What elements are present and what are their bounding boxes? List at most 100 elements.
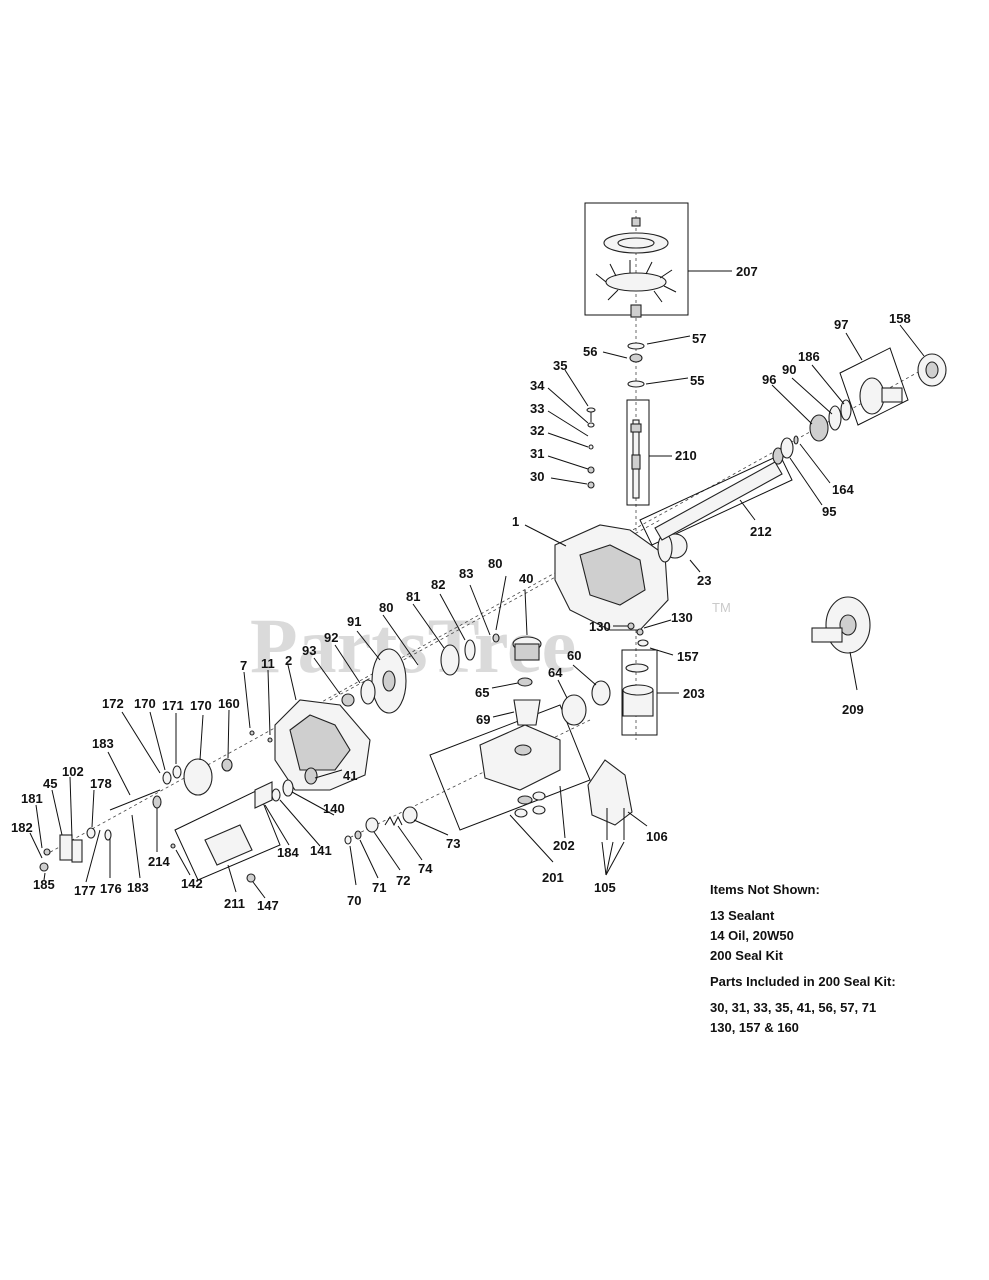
callout-label: 81 xyxy=(406,589,420,604)
bypass-hardware-stack xyxy=(586,407,596,489)
bevel-gear-40-body xyxy=(514,643,540,661)
callout-label: 160 xyxy=(218,696,240,711)
callout-label: 90 xyxy=(782,362,796,377)
pulley-nut-part xyxy=(631,217,641,227)
callout-label: 178 xyxy=(90,776,112,791)
center-section-kit-box xyxy=(429,704,591,831)
ring-130b-part xyxy=(636,628,644,636)
callout-label: 177 xyxy=(74,883,96,898)
ring-60-part xyxy=(591,680,611,706)
bearing-96-part xyxy=(809,414,829,442)
leader-lines xyxy=(29,270,925,899)
clip-176-part xyxy=(104,829,112,841)
callout-label: 214 xyxy=(148,854,170,869)
washer-141-part xyxy=(271,788,281,802)
bracket-45-part xyxy=(59,834,73,861)
callout-label: 211 xyxy=(224,896,245,911)
callout-label: 30 xyxy=(530,469,544,484)
axle-shaft-part xyxy=(654,461,783,541)
notes-panel: Items Not Shown: 13 Sealant 14 Oil, 20W5… xyxy=(710,880,896,1038)
callout-label: 106 xyxy=(646,829,668,844)
callout-label: 212 xyxy=(750,524,772,539)
cylinder-block-top xyxy=(622,684,654,696)
input-shaft-kit-box xyxy=(626,399,650,506)
washer-201-part xyxy=(517,795,533,805)
callout-label: 201 xyxy=(542,870,564,885)
washer-202b-part xyxy=(532,805,546,815)
plug-70-part xyxy=(344,835,352,845)
input-shaft-bearing-part xyxy=(630,423,642,433)
fan-nut-part xyxy=(630,304,642,318)
note-item: 14 Oil, 20W50 xyxy=(710,928,794,943)
plate-170-part xyxy=(183,758,213,796)
center-section-port xyxy=(514,744,532,756)
arm-102-part xyxy=(71,839,83,863)
callout-label: 56 xyxy=(583,344,597,359)
seal-41-part xyxy=(304,767,318,785)
callout-label: 140 xyxy=(323,801,345,816)
callout-label: 60 xyxy=(567,648,581,663)
items-not-shown-heading: Items Not Shown: xyxy=(710,882,820,897)
rotor-64-part xyxy=(561,694,587,726)
callout-label: 170 xyxy=(134,696,156,711)
rod-183-part xyxy=(109,789,161,811)
callout-label: 11 xyxy=(261,656,275,671)
seal-95-part xyxy=(780,437,794,459)
gear-82-part xyxy=(464,639,476,661)
bolt-11-part xyxy=(267,737,273,743)
callout-label: 203 xyxy=(683,686,705,701)
callout-label: 1 xyxy=(512,514,519,529)
valve-147-part xyxy=(246,873,256,883)
callout-label: 2 xyxy=(285,653,292,668)
callout-label: 72 xyxy=(396,873,410,888)
seal-56-part xyxy=(629,353,643,363)
callout-label: 202 xyxy=(553,838,575,853)
lower-housing-cavity xyxy=(289,714,351,771)
callout-label: 142 xyxy=(181,876,203,891)
callout-label: 65 xyxy=(475,685,489,700)
callout-label: 164 xyxy=(832,482,854,497)
callout-label: 186 xyxy=(798,349,820,364)
fan-blades-part xyxy=(595,260,677,303)
callout-label: 82 xyxy=(431,577,445,592)
callout-label: 183 xyxy=(127,880,149,895)
washer-57-part xyxy=(627,342,645,350)
center-section-part xyxy=(479,724,561,791)
axle-kit-box xyxy=(639,454,793,546)
callout-label: 130 xyxy=(671,610,693,625)
bolt-7-part xyxy=(249,730,255,736)
callout-label: 157 xyxy=(677,649,699,664)
callout-label: 185 xyxy=(33,877,55,892)
callout-label: 64 xyxy=(548,665,563,680)
washer-160-part xyxy=(221,758,233,772)
callout-label: 170 xyxy=(190,698,212,713)
part-callouts: 1 2 7 11 23 30 31 32 33 34 35 40 41 45 5… xyxy=(11,264,911,913)
spring-178-part xyxy=(86,827,96,839)
spacer-184-part xyxy=(254,781,273,809)
upper-housing-cavity xyxy=(579,544,646,606)
filter-106-part xyxy=(587,759,633,826)
callout-label: 182 xyxy=(11,820,33,835)
bypass-plate-211-part xyxy=(204,824,253,866)
ring-130-part xyxy=(627,622,635,630)
hub-97-part xyxy=(859,377,885,415)
callout-label: 184 xyxy=(277,845,299,860)
callout-label: 7 xyxy=(240,658,247,673)
callout-label: 96 xyxy=(762,372,776,387)
gear-91-hub xyxy=(382,670,396,692)
callout-label: 93 xyxy=(302,643,316,658)
seal-kit-heading: Parts Included in 200 Seal Kit: xyxy=(710,974,896,989)
callout-label: 32 xyxy=(530,423,544,438)
callout-label: 71 xyxy=(372,880,386,895)
callout-label: 23 xyxy=(697,573,711,588)
callout-label: 183 xyxy=(92,736,114,751)
callout-label: 40 xyxy=(519,571,533,586)
washer-202-part xyxy=(532,791,546,801)
note-item: 13 Sealant xyxy=(710,908,775,923)
ring-55-part xyxy=(627,380,645,388)
callout-label: 97 xyxy=(834,317,848,332)
callout-label: 91 xyxy=(347,614,361,629)
callout-label: 70 xyxy=(347,893,361,908)
ball-72-part xyxy=(365,817,379,833)
callout-label: 92 xyxy=(324,630,338,645)
